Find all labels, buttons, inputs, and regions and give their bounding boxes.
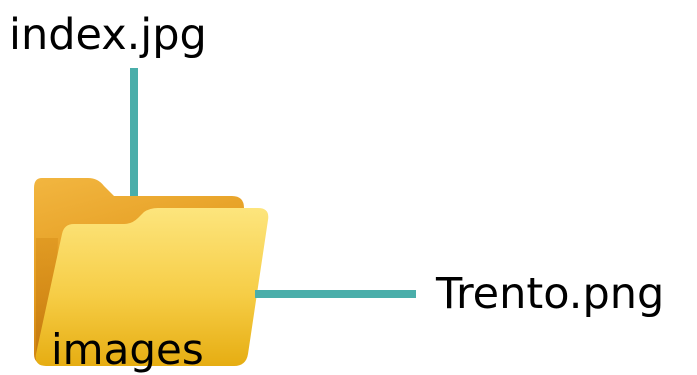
file-label-index: index.jpg bbox=[9, 10, 207, 60]
connector-vertical bbox=[130, 68, 138, 196]
folder-front-panel bbox=[35, 208, 269, 366]
folder-open-icon bbox=[34, 178, 269, 366]
folder-label: images bbox=[51, 325, 204, 374]
connector-horizontal bbox=[255, 290, 416, 298]
file-label-trento: Trento.png bbox=[436, 269, 665, 319]
